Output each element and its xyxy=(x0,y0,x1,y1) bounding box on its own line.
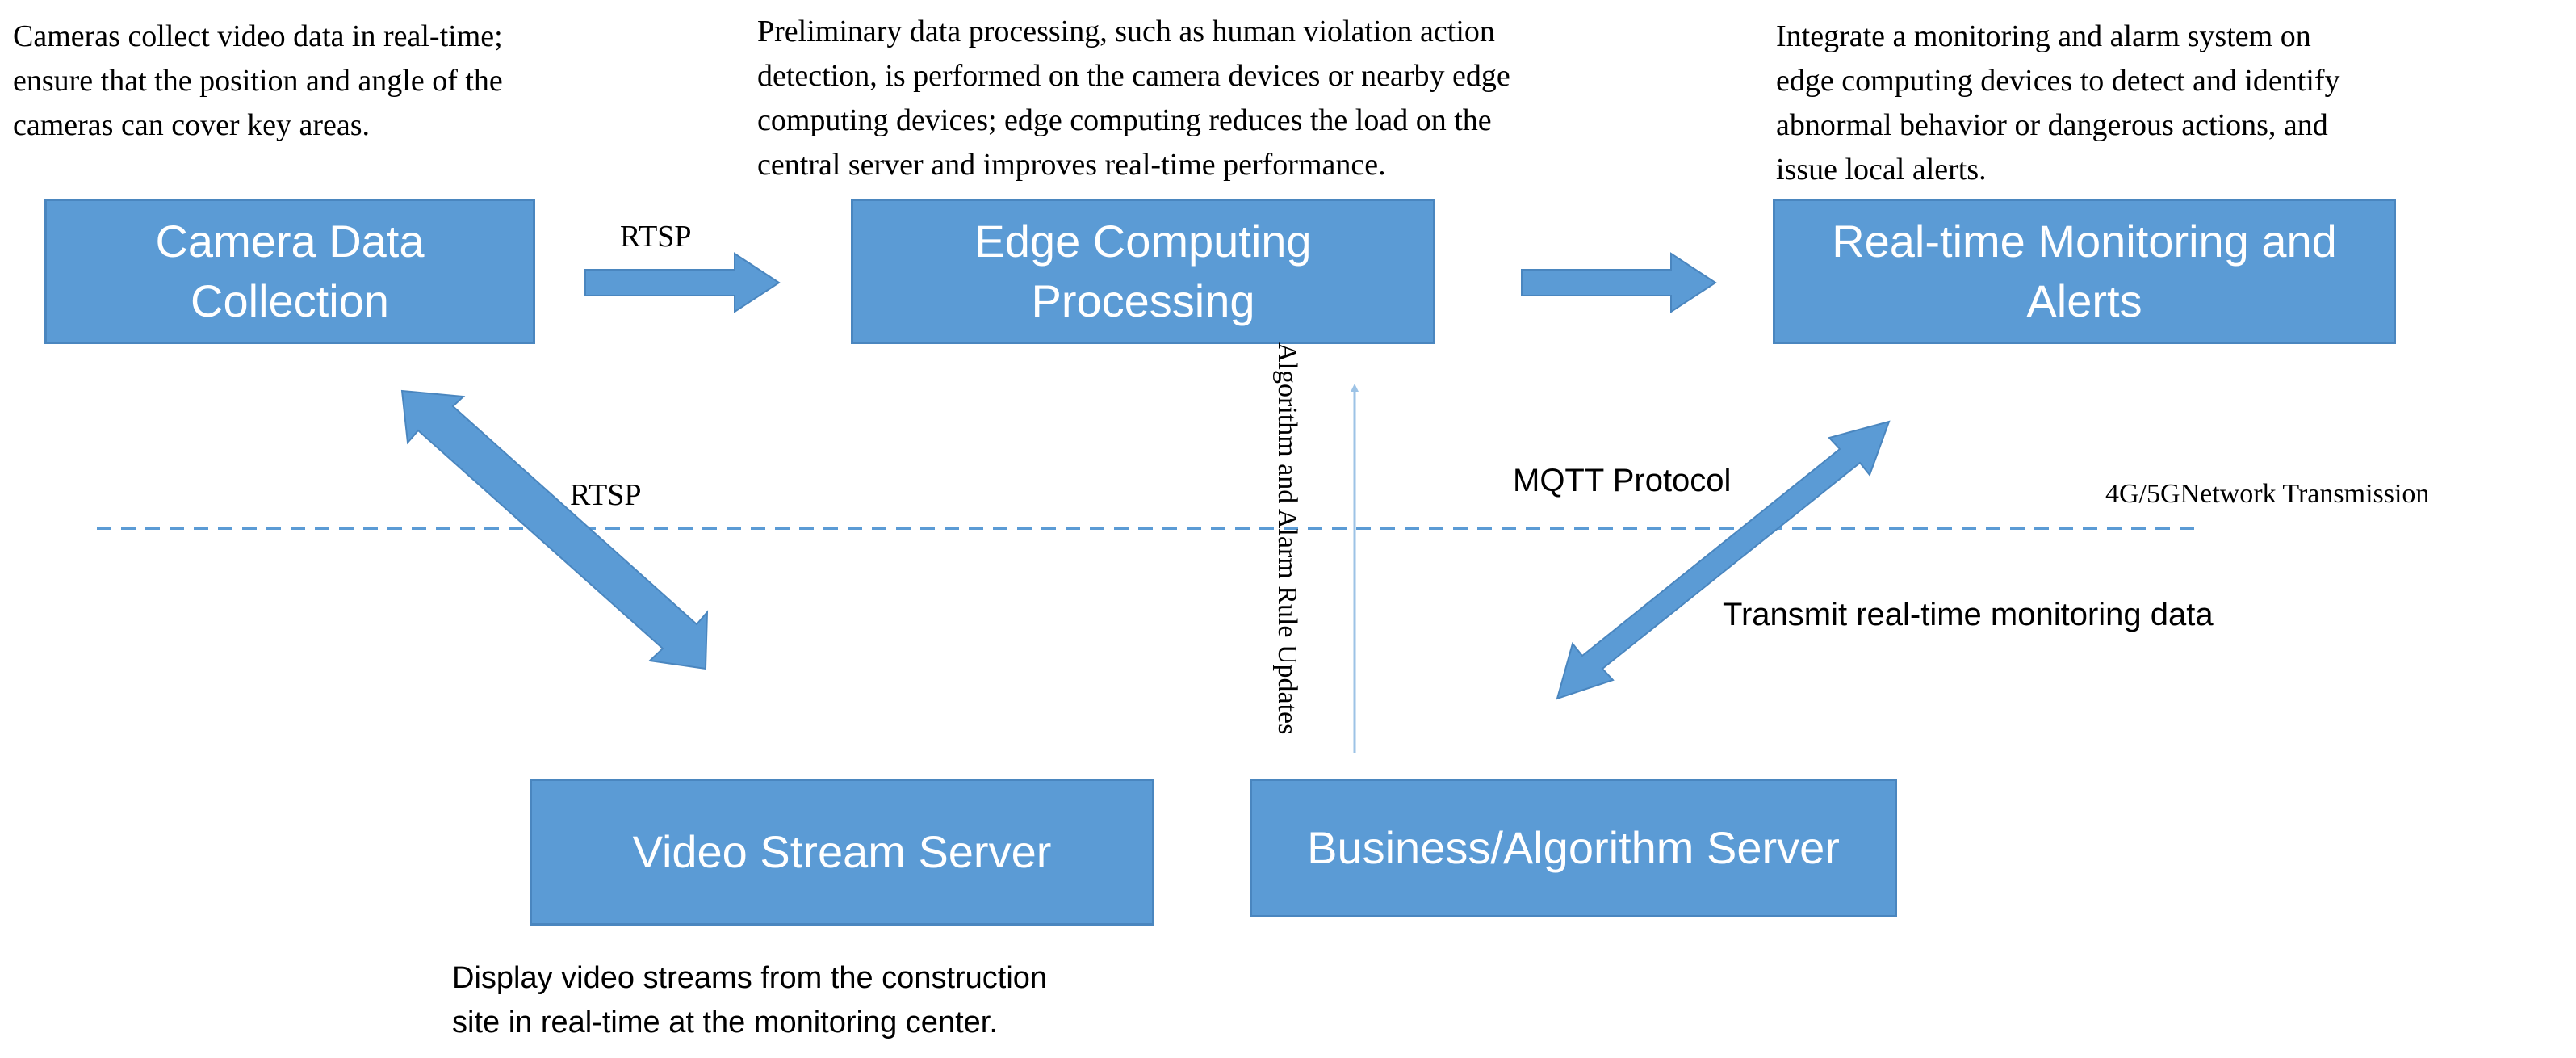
camera-video-double-arrow xyxy=(400,389,709,670)
video-server-note: Display video streams from the construct… xyxy=(452,961,1048,1039)
algorithm-updates-label: Algorithm and Alarm Rule Updates xyxy=(1272,342,1302,735)
camera-data-collection-box: Camera Data Collection xyxy=(44,199,535,344)
edge-box-label: Edge Computing Processing xyxy=(974,216,1312,326)
network-transmission-label: 4G/5GNetwork Transmission xyxy=(2105,479,2430,509)
business-algorithm-server-box: Business/Algorithm Server xyxy=(1250,779,1897,917)
edge-computing-box: Edge Computing Processing xyxy=(851,199,1435,344)
business-server-box-label: Business/Algorithm Server xyxy=(1307,822,1840,873)
monitoring-box-label: Real-time Monitoring and Alerts xyxy=(1832,216,2337,326)
video-server-box-label: Video Stream Server xyxy=(632,826,1052,877)
rtsp-top-label: RTSP xyxy=(620,220,692,254)
rtsp-diagonal-label: RTSP xyxy=(570,478,642,512)
camera-box-label: Camera Data Collection xyxy=(155,216,425,326)
video-stream-server-box: Video Stream Server xyxy=(530,779,1154,926)
camera-to-edge-arrow xyxy=(584,252,781,313)
monitoring-note: Integrate a monitoring and alarm system … xyxy=(1776,19,2340,187)
transmit-data-label: Transmit real-time monitoring data xyxy=(1723,597,2214,632)
monitoring-alerts-box: Real-time Monitoring and Alerts xyxy=(1773,199,2396,344)
camera-note: Cameras collect video data in real-time;… xyxy=(13,19,503,142)
edge-to-monitoring-arrow xyxy=(1521,252,1717,313)
mqtt-protocol-label: MQTT Protocol xyxy=(1513,463,1732,498)
monitoring-business-double-arrow xyxy=(1556,420,1891,700)
edge-note: Preliminary data processing, such as hum… xyxy=(757,15,1510,182)
